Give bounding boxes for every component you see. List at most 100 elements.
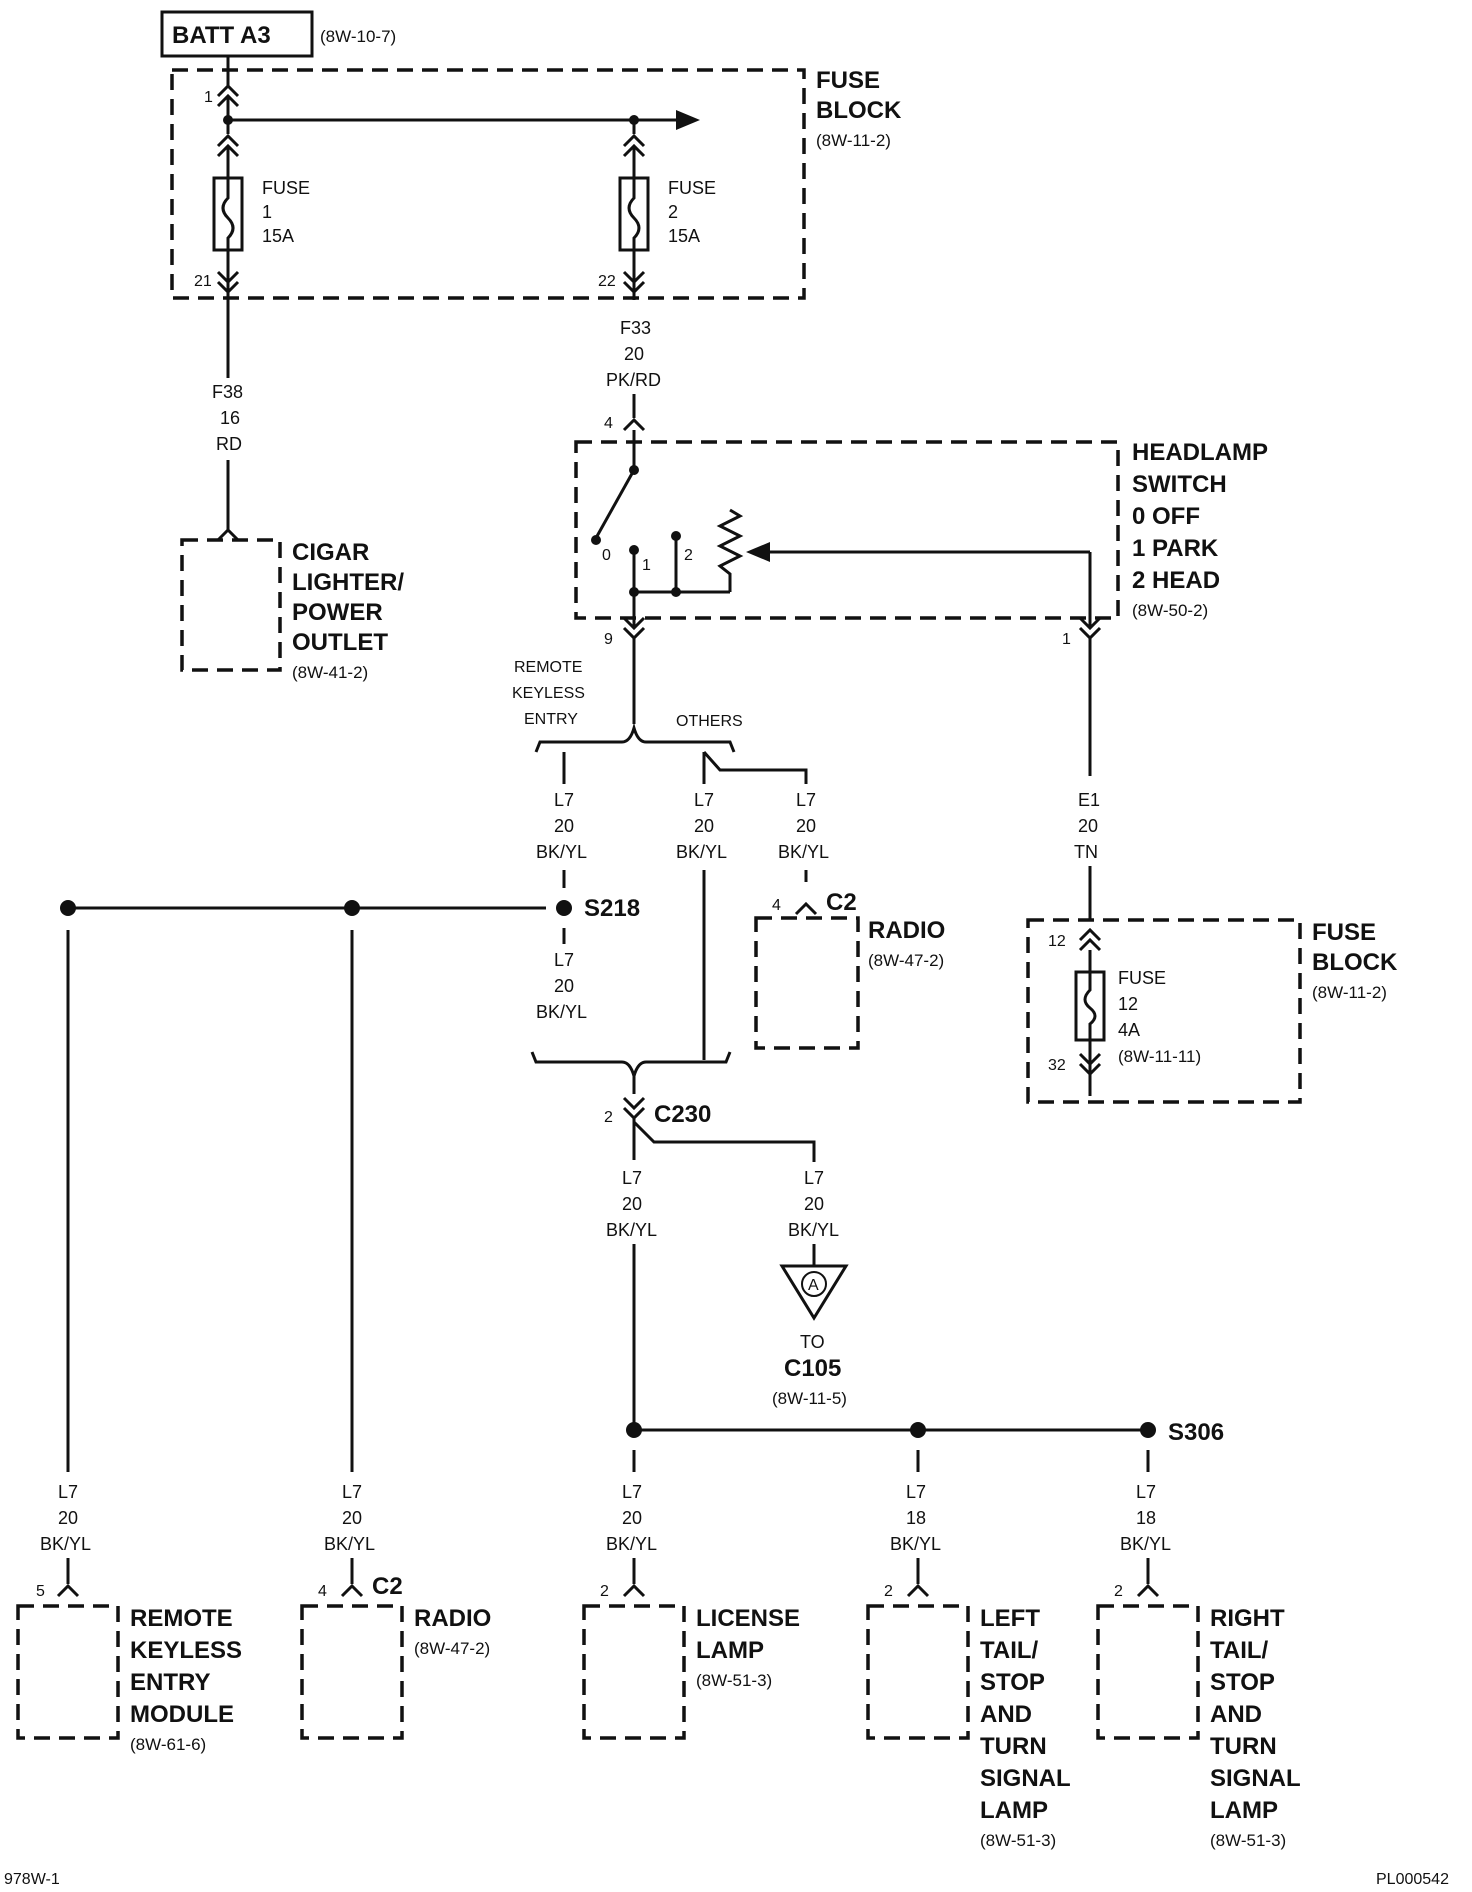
- hl-wiper-arrow-icon: [746, 542, 770, 562]
- fuse2-element-icon: [627, 178, 641, 250]
- wire-e-circuit: L7: [622, 1168, 642, 1188]
- left-tail-label-4: AND: [980, 1701, 1032, 1728]
- radio-top-ref: (8W-47-2): [868, 951, 944, 970]
- hl-pos1-dot: [629, 545, 639, 555]
- fuse1-label-2: 1: [262, 202, 272, 222]
- branch-wire-radio: [702, 751, 808, 784]
- fuse12-label-1: FUSE: [1118, 968, 1166, 988]
- fuse2-label-3: 15A: [668, 226, 700, 246]
- connector-22b: [622, 280, 646, 295]
- pin-22-label: 22: [598, 273, 616, 290]
- fuse1-label-1: FUSE: [262, 178, 310, 198]
- rke-connector-icon: [56, 1583, 80, 1598]
- right-tail-label-1: RIGHT: [1210, 1605, 1285, 1632]
- cigar-lighter-outline: [180, 538, 282, 672]
- left-tail-label-3: STOP: [980, 1669, 1045, 1696]
- fuse-block-right-title-2: BLOCK: [1312, 949, 1398, 976]
- rke-wire-gauge: 20: [58, 1508, 78, 1528]
- radio-b-connector-icon: [340, 1583, 364, 1598]
- f38-circuit: F38: [212, 382, 243, 402]
- hl-pin9-connector-a: [622, 616, 646, 631]
- wire-a-circuit: L7: [554, 790, 574, 810]
- right-pin12-connector-a: [1078, 927, 1102, 942]
- hl-ref: (8W-50-2): [1132, 601, 1208, 620]
- wire-a-gauge: 20: [554, 816, 574, 836]
- license-label-2: LAMP: [696, 1637, 764, 1664]
- hl-label-1: HEADLAMP: [1132, 439, 1268, 466]
- f38-color: RD: [216, 434, 242, 454]
- hl-label-3: 0 OFF: [1132, 503, 1200, 530]
- fuse-block-right-title: FUSE: [1312, 919, 1376, 946]
- pin-1-label: 1: [204, 89, 213, 106]
- right-tail-label-6: SIGNAL: [1210, 1765, 1301, 1792]
- branch-others: OTHERS: [676, 713, 743, 730]
- offpage-circle-icon: [801, 1271, 827, 1297]
- wire-d-color: BK/YL: [536, 1002, 587, 1022]
- s218-label: S218: [584, 895, 640, 922]
- license-connector-icon: [622, 1583, 646, 1598]
- branch-rke-2: KEYLESS: [512, 685, 585, 702]
- connector-21b: [216, 280, 240, 295]
- rke-label-4: MODULE: [130, 1701, 234, 1728]
- left-tail-connector-icon: [906, 1583, 930, 1598]
- wire-e-color: BK/YL: [606, 1220, 657, 1240]
- branch-bracket-icon: [534, 722, 736, 753]
- hl-label-4: 1 PARK: [1132, 535, 1219, 562]
- c230-label: C230: [654, 1101, 711, 1128]
- hl-pin-9-label: 9: [604, 631, 613, 648]
- left-tail-wire-circuit: L7: [906, 1482, 926, 1502]
- s306-dot-1: [626, 1422, 642, 1438]
- wire-f-circuit: L7: [804, 1168, 824, 1188]
- fuse2-label-1: FUSE: [668, 178, 716, 198]
- cigar-label-1: CIGAR: [292, 539, 369, 566]
- right-tail-label-3: STOP: [1210, 1669, 1275, 1696]
- right-tail-pin: 2: [1114, 1583, 1123, 1600]
- fuse-block-top-title-2: BLOCK: [816, 97, 902, 124]
- radio-top-pin: 4: [772, 897, 781, 914]
- fuse-block-right-ref: (8W-11-2): [1312, 983, 1387, 1002]
- right-tail-label-7: LAMP: [1210, 1797, 1278, 1824]
- hl-jumper-dot-2: [671, 587, 681, 597]
- wire-d-gauge: 20: [554, 976, 574, 996]
- connector-top-1a: [216, 83, 240, 98]
- wire-b-color: BK/YL: [676, 842, 727, 862]
- wire-b-gauge: 20: [694, 816, 714, 836]
- fuse12-element-icon: [1083, 972, 1097, 1040]
- license-pin: 2: [600, 1583, 609, 1600]
- wire-e-gauge: 20: [622, 1194, 642, 1214]
- rke-pin: 5: [36, 1583, 45, 1600]
- radio-b-wire-gauge: 20: [342, 1508, 362, 1528]
- f38-gauge: 16: [220, 408, 240, 428]
- wire-f-color: BK/YL: [788, 1220, 839, 1240]
- f33-gauge: 20: [624, 344, 644, 364]
- bus-left-dot: [60, 900, 76, 916]
- right-tail-wire-gauge: 18: [1136, 1508, 1156, 1528]
- wire-a-color: BK/YL: [536, 842, 587, 862]
- fuse1-label-3: 15A: [262, 226, 294, 246]
- right-tail-lamp-outline: [1096, 1604, 1200, 1740]
- license-wire-color: BK/YL: [606, 1534, 657, 1554]
- radio-b-label: RADIO: [414, 1605, 491, 1632]
- offpage-conn: C105: [784, 1355, 841, 1382]
- bus-dot-1: [223, 115, 233, 125]
- wire-f-gauge: 20: [804, 1194, 824, 1214]
- radio-b-ref: (8W-47-2): [414, 1639, 490, 1658]
- headlamp-switch-outline: [574, 440, 1120, 620]
- left-tail-label-5: TURN: [980, 1733, 1047, 1760]
- license-wire-circuit: L7: [622, 1482, 642, 1502]
- e1-circuit: E1: [1078, 790, 1100, 810]
- hl-rheostat-icon: [716, 508, 744, 592]
- fuse1-element-icon: [221, 178, 235, 250]
- radio-top-label: RADIO: [868, 917, 945, 944]
- fuse-block-top-title: FUSE: [816, 67, 880, 94]
- bus-arrow-icon: [676, 110, 700, 130]
- right-tail-wire-circuit: L7: [1136, 1482, 1156, 1502]
- license-ref: (8W-51-3): [696, 1671, 772, 1690]
- rke-wire-circuit: L7: [58, 1482, 78, 1502]
- connector-21a: [216, 270, 240, 285]
- right-tail-ref: (8W-51-3): [1210, 1831, 1286, 1850]
- left-tail-wire-gauge: 18: [906, 1508, 926, 1528]
- s306-dot-3: [1140, 1422, 1156, 1438]
- s306-label: S306: [1168, 1419, 1224, 1446]
- right-tail-label-5: TURN: [1210, 1733, 1277, 1760]
